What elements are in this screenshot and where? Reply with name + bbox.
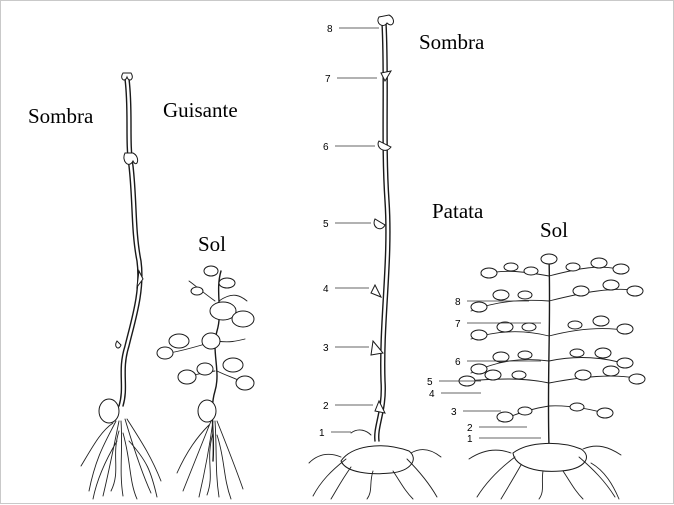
label-sombra-potato: Sombra — [419, 30, 485, 54]
shade-node-label: 7 — [325, 74, 331, 85]
sun-node-label: 7 — [455, 319, 461, 330]
label-guisante: Guisante — [163, 98, 238, 122]
sun-node-label: 2 — [467, 423, 473, 434]
potato-sun-plant: 8 7 6 5 4 3 2 1 — [427, 254, 645, 499]
label-sol-pea: Sol — [198, 232, 226, 256]
shade-node-label: 4 — [323, 284, 329, 295]
sun-node-label: 4 — [429, 389, 435, 400]
pea-sun-plant — [157, 266, 254, 499]
shade-node-label: 3 — [323, 343, 329, 354]
sun-node-label: 3 — [451, 407, 457, 418]
label-sombra-pea: Sombra — [28, 104, 94, 128]
shade-node-label: 5 — [323, 219, 329, 230]
label-patata: Patata — [432, 199, 484, 223]
sun-node-label: 8 — [455, 297, 461, 308]
shade-node-label: 6 — [323, 142, 329, 153]
pea-shade-plant — [81, 73, 161, 499]
shade-node-label: 8 — [327, 24, 333, 35]
potato-leaves — [459, 254, 645, 422]
sun-node-label: 5 — [427, 377, 433, 388]
shade-node-label: 2 — [323, 401, 329, 412]
shade-node-label: 1 — [319, 428, 325, 439]
label-sol-potato: Sol — [540, 218, 568, 242]
sun-node-label: 6 — [455, 357, 461, 368]
sun-node-label: 1 — [467, 434, 473, 445]
potato-shade-plant: 8 7 6 5 4 3 2 1 — [309, 15, 441, 499]
